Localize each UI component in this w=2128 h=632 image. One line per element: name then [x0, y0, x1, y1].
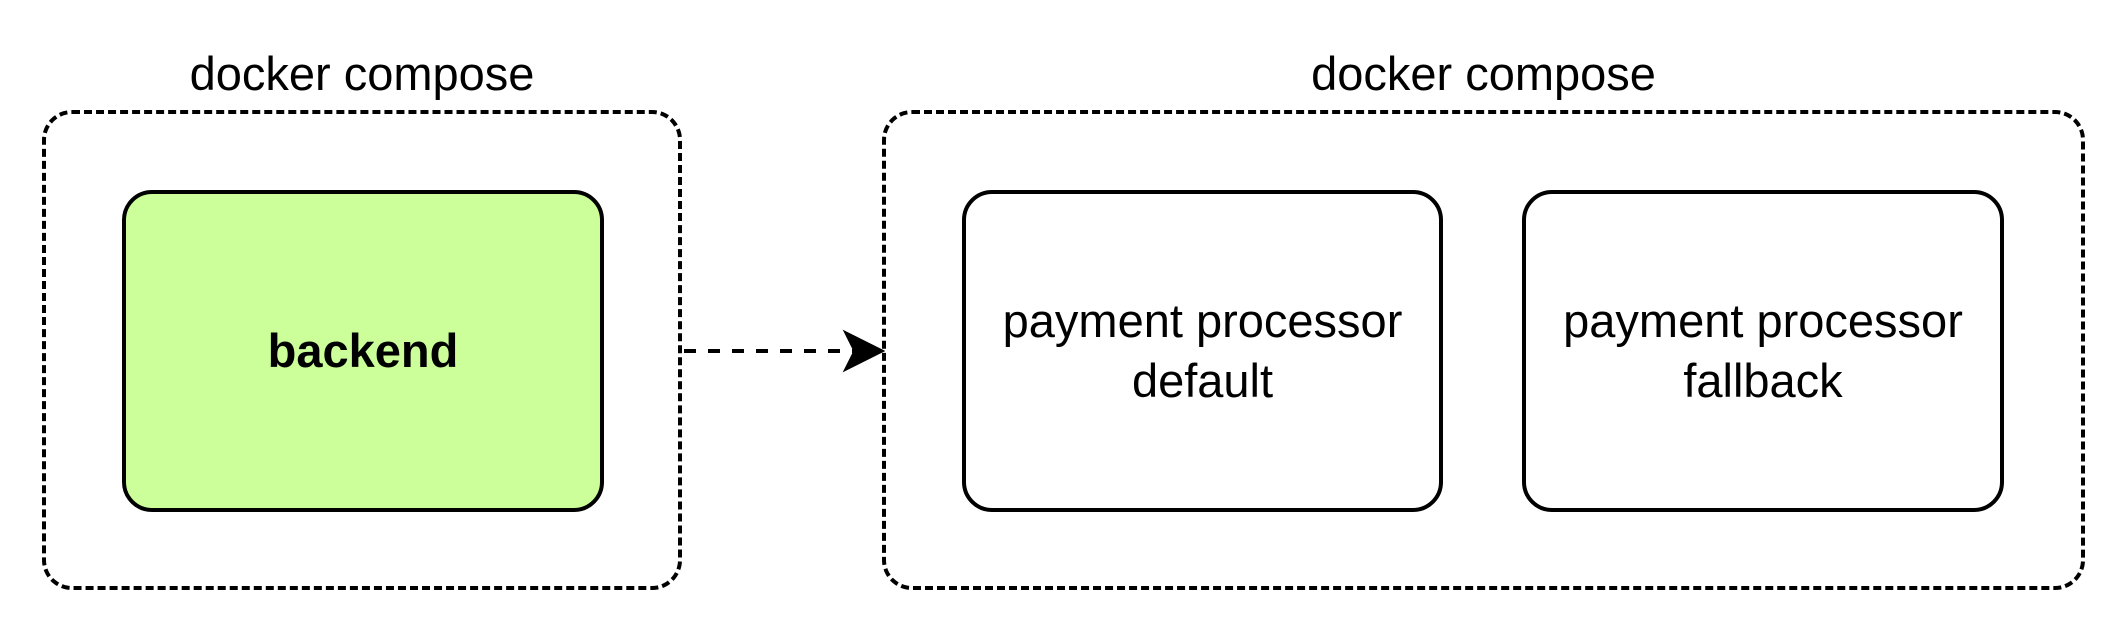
- backend-label: backend: [267, 324, 459, 377]
- right-group-title: docker compose: [1311, 47, 1656, 100]
- left-group-container: [42, 110, 682, 590]
- fallback-node-label-line-1: payment processor: [1563, 294, 1963, 347]
- backend-node: backend: [122, 190, 604, 512]
- connector-arrowhead-icon: [842, 329, 886, 373]
- default-node-label-line-2: default: [1131, 354, 1274, 407]
- payment-processor-fallback-node: payment processor fallback: [1522, 190, 2004, 512]
- left-group-title: docker compose: [189, 47, 535, 100]
- fallback-node-label-line-2: fallback: [1683, 354, 1843, 407]
- default-node-label-line-1: payment processor: [1002, 294, 1403, 347]
- payment-processor-default-node: payment processor default: [962, 190, 1443, 512]
